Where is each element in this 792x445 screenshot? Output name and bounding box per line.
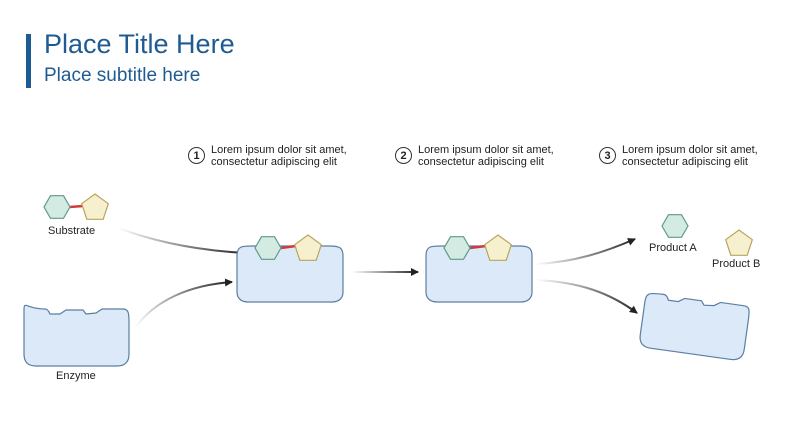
step-description: Lorem ipsum dolor sit amet, consectetur … [211, 144, 347, 168]
arrow-substrate-to-complex [117, 227, 246, 257]
enzyme-substrate-complex-2 [425, 234, 533, 303]
pentagon-icon [483, 234, 513, 261]
step-line-1: Lorem ipsum dolor sit amet, [418, 144, 554, 156]
pentagon-icon [293, 234, 323, 261]
arrow-to-released-enzyme [535, 279, 638, 314]
substrate-label: Substrate [48, 225, 96, 237]
step-line-1: Lorem ipsum dolor sit amet, [211, 144, 347, 156]
title-accent-bar [26, 34, 31, 88]
step-2: 2 Lorem ipsum dolor sit amet, consectetu… [395, 144, 554, 168]
page-subtitle: Place subtitle here [44, 65, 201, 86]
pentagon-icon [80, 193, 110, 220]
step-number-badge: 1 [188, 147, 205, 164]
enzyme-shape [639, 292, 750, 361]
step-line-2: consectetur adipiscing elit [211, 156, 337, 168]
product-b-pentagon-icon [724, 229, 754, 256]
step-3: 3 Lorem ipsum dolor sit amet, consectetu… [599, 144, 758, 168]
product-a-hexagon-icon [661, 214, 689, 238]
step-line-2: consectetur adipiscing elit [622, 156, 748, 168]
step-line-2: consectetur adipiscing elit [418, 156, 544, 168]
hexagon-icon [254, 236, 282, 260]
enzyme-shape [23, 304, 130, 367]
step-number-badge: 2 [395, 147, 412, 164]
released-enzyme [639, 292, 750, 361]
enzyme-shape [425, 245, 533, 303]
hexagon-icon [443, 236, 471, 260]
arrow-to-products [535, 238, 636, 265]
step-description: Lorem ipsum dolor sit amet, consectetur … [418, 144, 554, 168]
product-b-label: Product B [712, 258, 761, 270]
enzyme-shape [236, 245, 344, 303]
product-a-label: Product A [649, 242, 697, 254]
step-description: Lorem ipsum dolor sit amet, consectetur … [622, 144, 758, 168]
page-title: Place Title Here [44, 29, 235, 59]
step-1: 1 Lorem ipsum dolor sit amet, consectetu… [188, 144, 347, 168]
enzyme-label: Enzyme [56, 370, 96, 382]
arrow-enzyme-to-complex [134, 278, 233, 329]
step-number-badge: 3 [599, 147, 616, 164]
step-line-1: Lorem ipsum dolor sit amet, [622, 144, 758, 156]
substrate-molecule [43, 193, 110, 220]
hexagon-icon [43, 195, 71, 219]
enzyme-substrate-complex-1 [236, 234, 344, 303]
